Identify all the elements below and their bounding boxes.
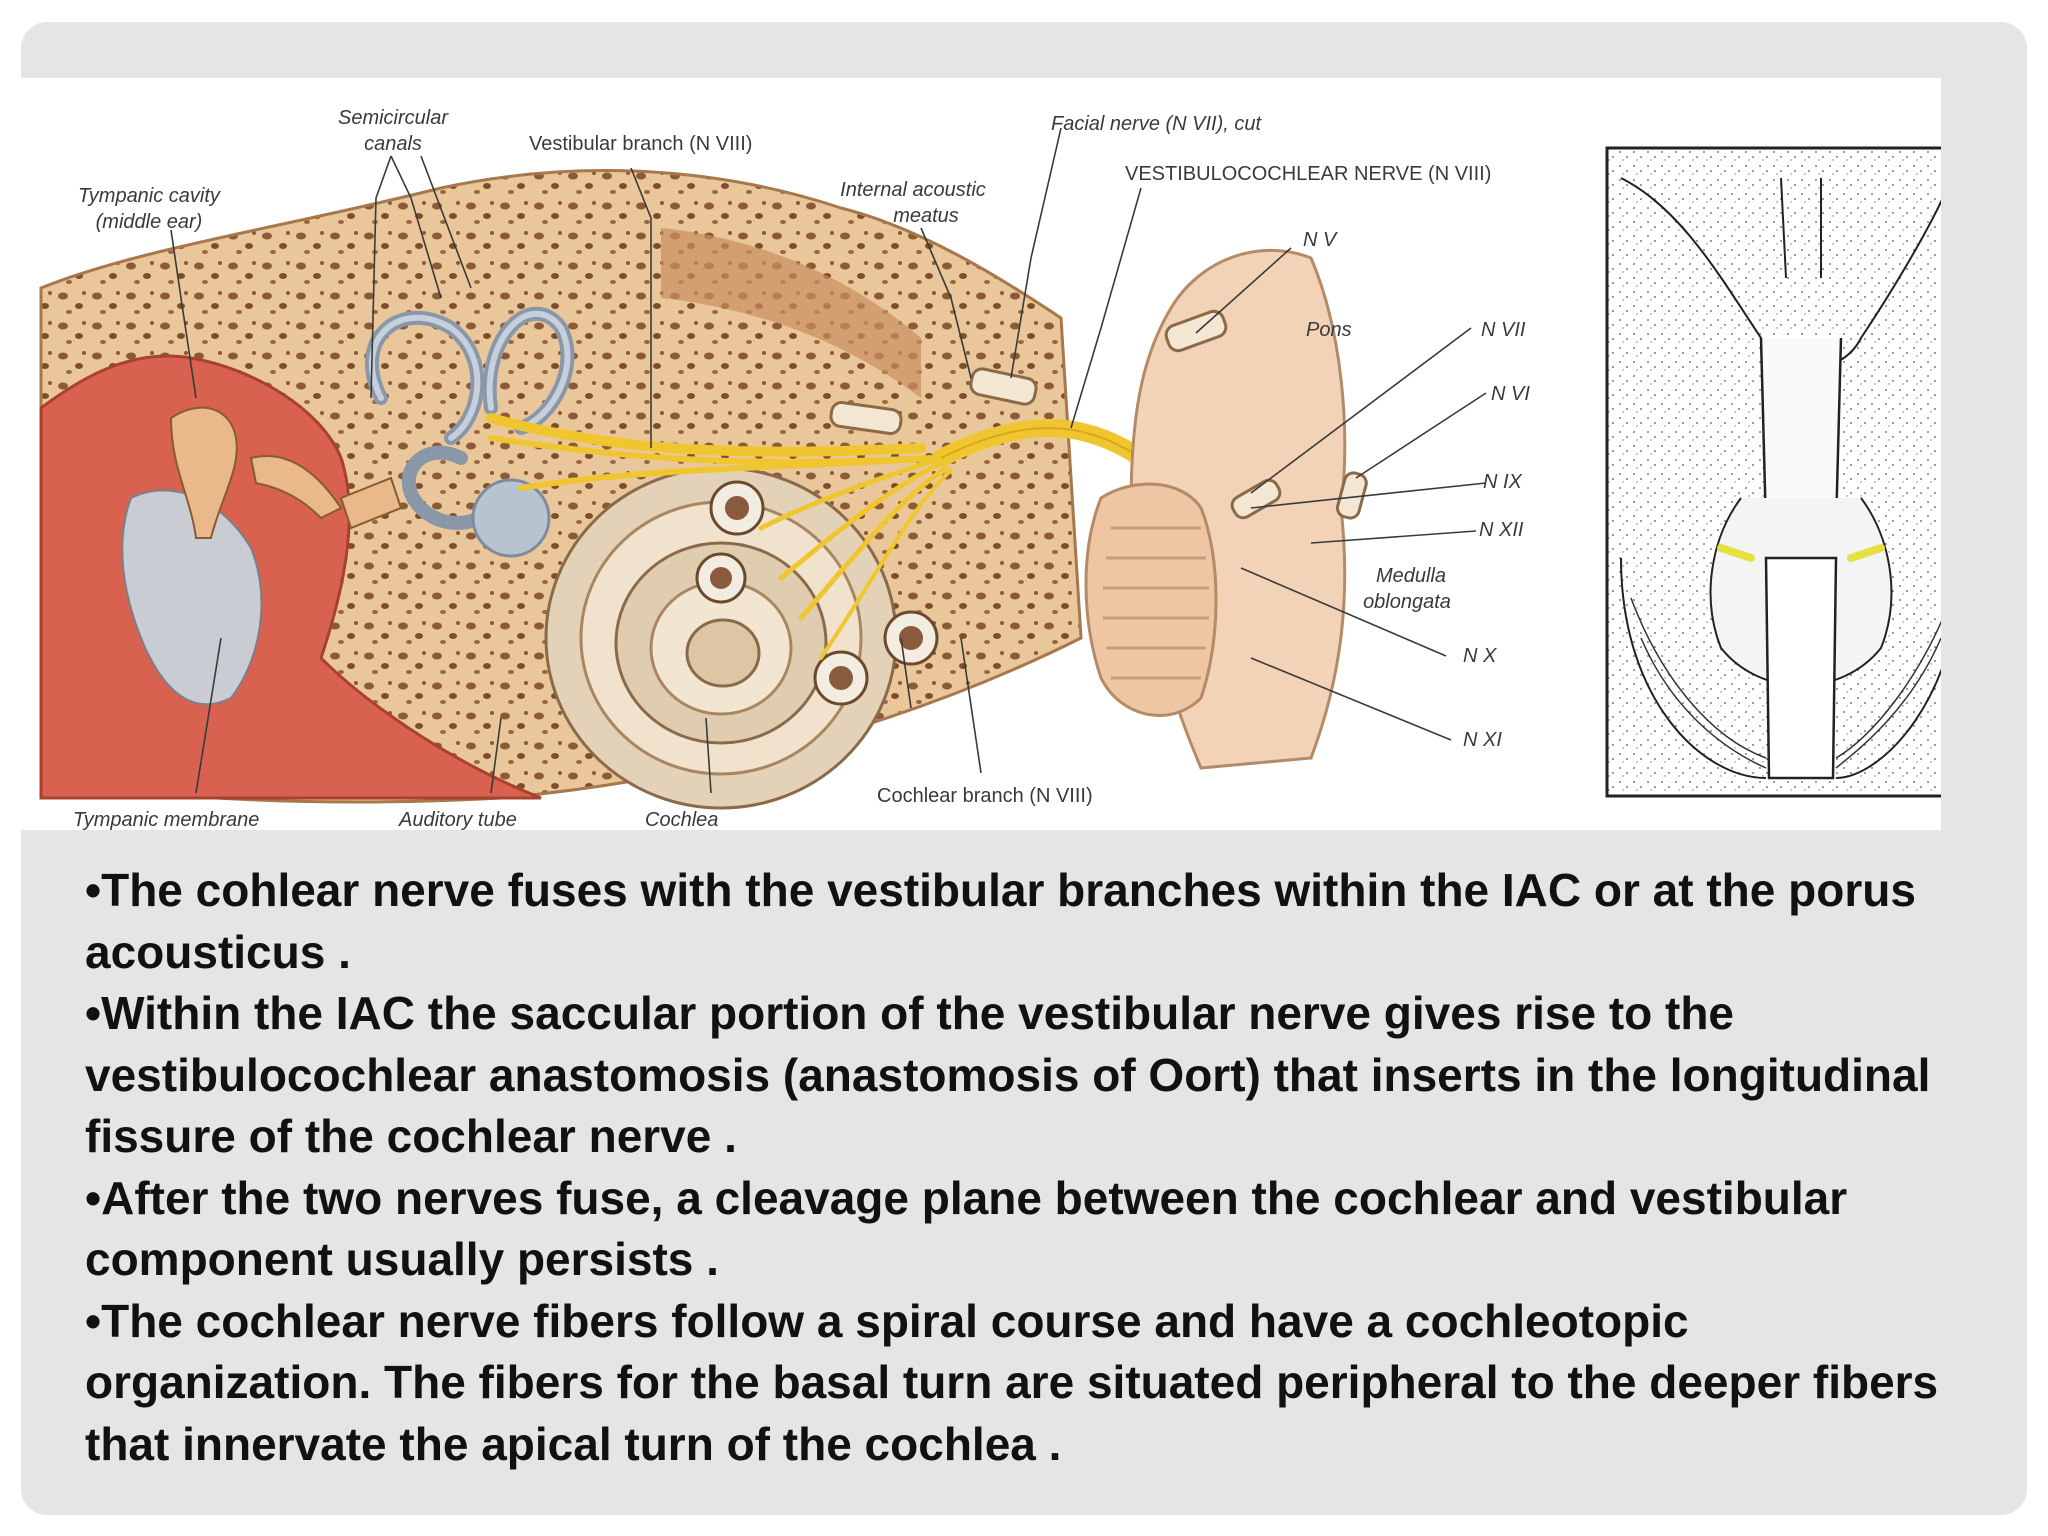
label-nv: N V <box>1303 229 1338 251</box>
label-medulla-2: oblongata <box>1363 591 1451 613</box>
label-tympanic-cavity-2: (middle ear) <box>96 211 203 233</box>
label-nvii: N VII <box>1481 319 1526 341</box>
label-tympanic-membrane: Tympanic membrane <box>73 809 259 830</box>
label-cochlea: Cochlea <box>645 809 718 830</box>
label-semicircular-canals-2: canals <box>364 133 422 155</box>
bullet-item: •Within the IAC the saccular portion of … <box>85 987 1931 1162</box>
label-nix: N IX <box>1483 471 1523 493</box>
label-vestibulocochlear-nerve: VESTIBULOCOCHLEAR NERVE (N VIII) <box>1125 163 1491 185</box>
label-nxi: N XI <box>1463 729 1502 751</box>
vestibule <box>471 478 551 558</box>
bullet-item: •The cochlear nerve fibers follow a spir… <box>85 1294 1939 1470</box>
bullet-list: •The cohlear nerve fuses with the vestib… <box>85 860 1965 1475</box>
tympanic-cavity <box>39 354 542 800</box>
figure-labels: Semicircular canals Vestibular branch (N… <box>73 107 1530 830</box>
label-nxii: N XII <box>1479 519 1524 541</box>
bullet-item: •After the two nerves fuse, a cleavage p… <box>85 1171 1848 1286</box>
label-tympanic-cavity-1: Tympanic cavity <box>78 185 221 207</box>
label-nx: N X <box>1463 645 1497 667</box>
label-facial-nerve: Facial nerve (N VII), cut <box>1051 113 1263 135</box>
brain-base-drawing <box>1605 146 1941 798</box>
brainstem <box>1084 248 1368 770</box>
label-auditory-tube: Auditory tube <box>398 809 517 830</box>
facial-nerve-stub <box>969 367 1038 406</box>
label-vestibular-branch: Vestibular branch (N VIII) <box>529 133 752 155</box>
slide: Semicircular canals Vestibular branch (N… <box>21 22 2027 1515</box>
leader-lines <box>170 127 1487 794</box>
label-cochlear-branch: Cochlear branch (N VIII) <box>877 785 1093 807</box>
ear-anatomy-figure: Semicircular canals Vestibular branch (N… <box>21 78 1941 830</box>
label-internal-acoustic-meatus-1: Internal acoustic <box>840 179 986 201</box>
label-nvi: N VI <box>1491 383 1530 405</box>
label-pons: Pons <box>1306 319 1352 341</box>
label-internal-acoustic-meatus-2: meatus <box>893 205 959 227</box>
bullet-item: •The cohlear nerve fuses with the vestib… <box>85 864 1916 978</box>
ear-anatomy-illustration: Semicircular canals Vestibular branch (N… <box>39 107 1941 830</box>
label-medulla-1: Medulla <box>1376 565 1446 587</box>
label-semicircular-canals-1: Semicircular <box>338 107 449 129</box>
